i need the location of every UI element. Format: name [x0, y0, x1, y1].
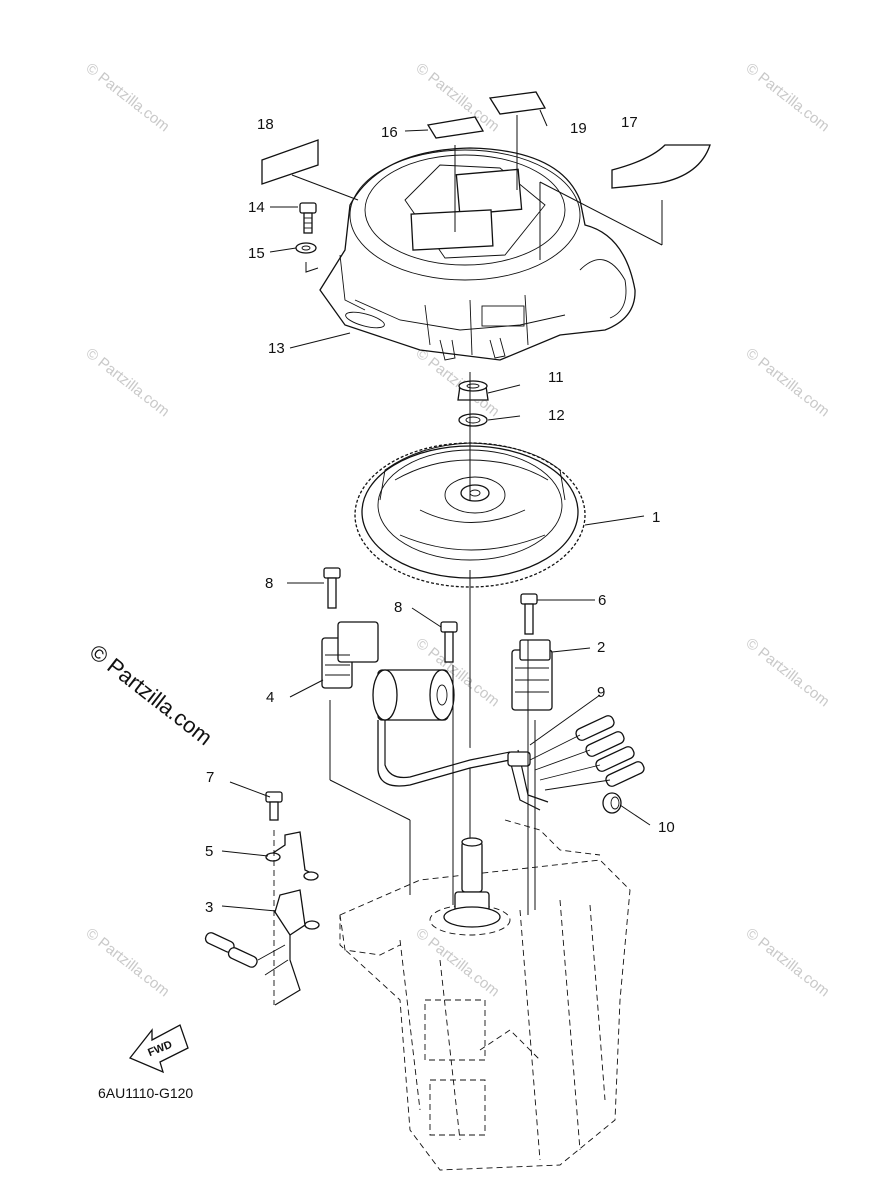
callout-leaders: [221, 109, 651, 912]
callout-9: 9: [597, 684, 605, 701]
callout-7: 7: [206, 769, 214, 786]
callout-8: 8: [394, 599, 402, 616]
clamp-5: [265, 831, 319, 881]
callout-12: 12: [548, 407, 565, 424]
flywheel-cover: [319, 147, 636, 361]
bolt-8-left: [323, 567, 341, 609]
callout-15: 15: [248, 245, 265, 262]
callout-11: 11: [548, 369, 564, 386]
label-18: [261, 139, 319, 185]
watermark: © Partzilla.com: [83, 60, 173, 136]
washer-15: [295, 242, 317, 254]
bolt-14: [299, 202, 317, 234]
watermark: © Partzilla.com: [743, 345, 833, 421]
label-16: [426, 116, 485, 139]
pulser-coil-2: [511, 639, 553, 711]
callout-4: 4: [266, 689, 274, 706]
screw-7: [265, 791, 283, 821]
watermark: © Partzilla.com: [83, 925, 173, 1001]
sticker-17: [611, 144, 711, 189]
callout-13: 13: [268, 340, 285, 357]
watermark: © Partzilla.com: [413, 925, 503, 1001]
engine-block: [339, 819, 631, 1171]
callout-labels: 1 2 3 4 5 6 7 8 8 9 10 11 12 13 14 15 16…: [205, 114, 675, 916]
nut-11: [457, 380, 489, 401]
watermark: © Partzilla.com: [83, 345, 173, 421]
charge-coil-4: [321, 621, 455, 721]
watermark-bold: © Partzilla.com: [85, 639, 217, 750]
label-19: [488, 91, 547, 115]
callout-17: 17: [621, 114, 638, 131]
washer-12: [458, 413, 488, 427]
arrow-badge-icon: FWD: [128, 1024, 189, 1074]
callout-2: 2: [597, 639, 605, 656]
diagram-code: 6AU1110-G120: [98, 1085, 193, 1101]
watermark: © Partzilla.com: [743, 60, 833, 136]
callout-5: 5: [205, 843, 213, 860]
watermark: © Partzilla.com: [743, 925, 833, 1001]
callout-3: 3: [205, 899, 213, 916]
callout-8: 8: [265, 575, 273, 592]
callout-14: 14: [248, 199, 265, 216]
watermark: © Partzilla.com: [743, 635, 833, 711]
callout-18: 18: [257, 116, 274, 133]
callout-6: 6: [598, 592, 606, 609]
wire-harness-9: [377, 715, 645, 811]
bolt-6: [520, 593, 538, 635]
relay-3: [204, 889, 320, 1006]
flywheel-rotor: [354, 442, 586, 588]
callout-10: 10: [658, 819, 675, 836]
callout-1: 1: [652, 509, 660, 526]
callout-16: 16: [381, 124, 398, 141]
grommet-10: [602, 792, 622, 814]
callout-19: 19: [570, 120, 587, 137]
